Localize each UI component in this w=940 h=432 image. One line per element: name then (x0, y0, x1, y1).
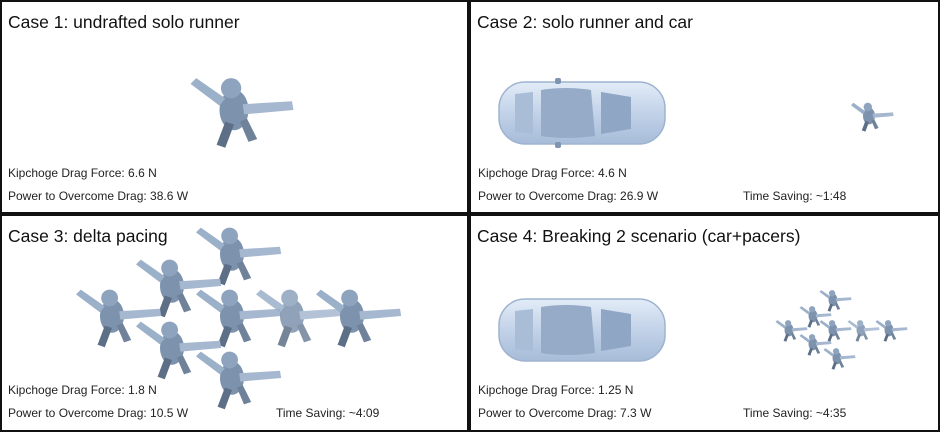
panel-case-2: Case 2: solo runner and car Kipchoge Dra… (471, 2, 938, 212)
drag-force-label: Kipchoge Drag Force: 1.25 N (478, 383, 634, 397)
time-saving-label: Time Saving: ~4:09 (276, 406, 380, 420)
runner-illustration (190, 78, 294, 148)
power-label: Power to Overcome Drag: 26.9 W (478, 189, 659, 203)
delta-pacing-illustration (76, 227, 402, 410)
time-saving-label: Time Saving: ~1:48 (743, 189, 847, 203)
drag-force-label: Kipchoge Drag Force: 6.6 N (8, 166, 157, 180)
panel-title: Case 2: solo runner and car (477, 12, 693, 32)
panel-title: Case 4: Breaking 2 scenario (car+pacers) (477, 226, 801, 246)
runner-icon (851, 102, 894, 132)
panel-case-3: Case 3: delta pacing Kipchoge Drag Force… (2, 216, 467, 430)
car-and-runner-illustration (498, 78, 894, 148)
car-and-pacers-illustration (498, 290, 908, 370)
time-saving-label: Time Saving: ~4:35 (743, 406, 847, 420)
power-label: Power to Overcome Drag: 38.6 W (8, 189, 189, 203)
car-illustration (498, 78, 666, 148)
panel-title: Case 1: undrafted solo runner (8, 12, 240, 32)
drag-force-label: Kipchoge Drag Force: 1.8 N (8, 383, 157, 397)
pacers-group (775, 290, 908, 370)
panel-case-1: Case 1: undrafted solo runner Kipchoge D… (2, 2, 467, 212)
car-illustration (498, 298, 666, 362)
power-label: Power to Overcome Drag: 10.5 W (8, 406, 189, 420)
panel-case-4: Case 4: Breaking 2 scenario (car+pacers)… (471, 216, 938, 430)
power-label: Power to Overcome Drag: 7.3 W (478, 406, 652, 420)
drag-force-label: Kipchoge Drag Force: 4.6 N (478, 166, 627, 180)
panel-title: Case 3: delta pacing (8, 226, 168, 246)
